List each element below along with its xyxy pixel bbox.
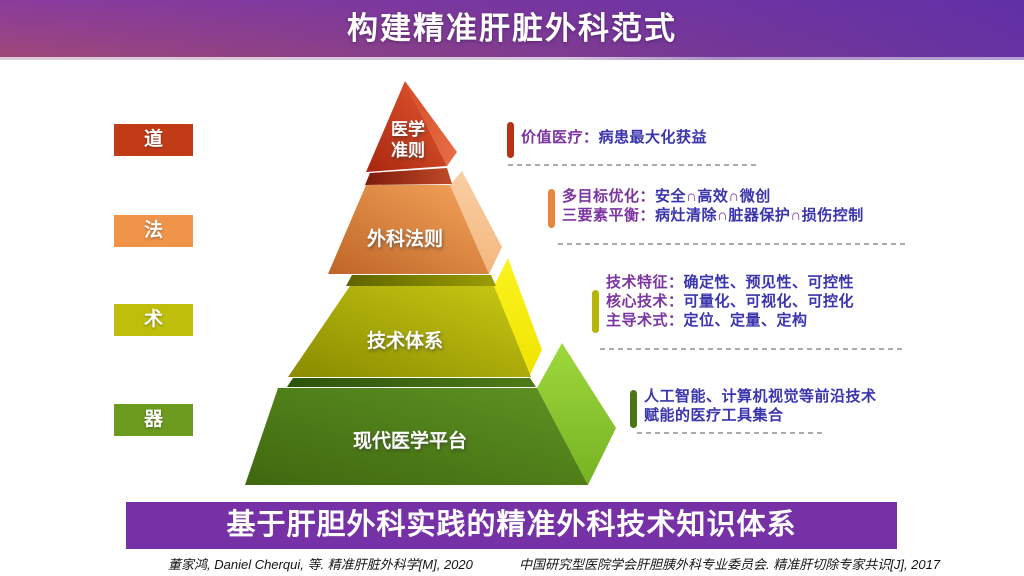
page-title: 构建精准肝脏外科范式 [347, 11, 677, 46]
pyramid-neck1 [365, 168, 452, 185]
annotation-label: 多目标优化： [562, 188, 656, 205]
annotation-line: 三要素平衡：病灶清除∩脏器保护∩损伤控制 [562, 206, 864, 225]
annotation-content: 定位、定量、定构 [683, 312, 808, 329]
annotation-content: 病灶清除∩脏器保护∩损伤控制 [655, 207, 864, 224]
bottom-banner: 基于肝胆外科实践的精准外科技术知识体系 [126, 502, 897, 549]
dashed-separator-4 [637, 432, 823, 434]
annotation-label: 价值医疗： [521, 129, 599, 146]
annotation3-text: 技术特征：确定性、预见性、可控性 核心技术：可量化、可视化、可控化 主导术式：定… [606, 273, 854, 330]
annotation-content: 赋能的医疗工具集合 [644, 407, 784, 424]
annotation-line: 多目标优化：安全∩高效∩微创 [562, 187, 864, 206]
tier-badge-qi: 器 [114, 404, 193, 436]
annotation2-text: 多目标优化：安全∩高效∩微创 三要素平衡：病灶清除∩脏器保护∩损伤控制 [562, 187, 864, 225]
pyramid-neck2 [346, 275, 496, 286]
annotation-content: 可量化、可视化、可控化 [683, 293, 855, 310]
annotation-line: 赋能的医疗工具集合 [644, 406, 877, 425]
annotation-line: 技术特征：确定性、预见性、可控性 [606, 273, 854, 292]
pyramid-level2-label: 外科法则 [366, 229, 443, 250]
annotation-line: 核心技术：可量化、可视化、可控化 [606, 292, 854, 311]
annotation-content: 安全∩高效∩微创 [655, 188, 771, 205]
tier-badge-shu: 术 [114, 304, 193, 336]
header-bar: 构建精准肝脏外科范式 [0, 0, 1024, 60]
annotation-label: 核心技术： [606, 293, 684, 310]
annotation-content: 人工智能、计算机视觉等前沿技术 [644, 388, 877, 405]
citation-right: 中国研究型医院学会肝胆胰外科专业委员会. 精准肝切除专家共识[J], 2017 [519, 557, 941, 572]
citation-left: 董家鸿, Daniel Cherqui, 等. 精准肝脏外科学[M], 2020 [168, 557, 473, 572]
tier-badge-dao: 道 [114, 124, 193, 156]
annotation1-text: 价值医疗：病患最大化获益 [521, 128, 707, 147]
annotation-label: 主导术式： [606, 312, 684, 329]
pyramid-level2-side-face [450, 171, 502, 274]
annotation-line: 主导术式：定位、定量、定构 [606, 311, 854, 330]
pyramid-level4-side-face [537, 343, 616, 485]
pyramid-level1-label: 医学 准则 [391, 120, 425, 160]
annotation-content: 病患最大化获益 [598, 129, 708, 146]
pyramid-level4-label: 现代医学平台 [352, 431, 467, 452]
annotation-line: 人工智能、计算机视觉等前沿技术 [644, 387, 877, 406]
pyramid-neck3 [287, 378, 536, 387]
annotation4-text: 人工智能、计算机视觉等前沿技术 赋能的医疗工具集合 [644, 387, 877, 425]
dashed-separator-3 [600, 348, 904, 350]
pyramid-level3-label: 技术体系 [366, 331, 443, 352]
annotation-label: 技术特征： [606, 274, 684, 291]
annotation-label: 三要素平衡： [562, 207, 656, 224]
annotation2-accent-bar [548, 189, 555, 228]
dashed-separator-2 [558, 243, 906, 245]
annotation1-accent-bar [507, 122, 514, 158]
annotation4-accent-bar [630, 390, 637, 428]
annotation-content: 确定性、预见性、可控性 [683, 274, 855, 291]
annotation3-accent-bar [592, 290, 599, 333]
annotation-line: 价值医疗：病患最大化获益 [521, 128, 707, 147]
pyramid-level3-side-face [494, 258, 542, 377]
tier-badge-fa: 法 [114, 215, 193, 247]
dashed-separator-1 [508, 164, 757, 166]
